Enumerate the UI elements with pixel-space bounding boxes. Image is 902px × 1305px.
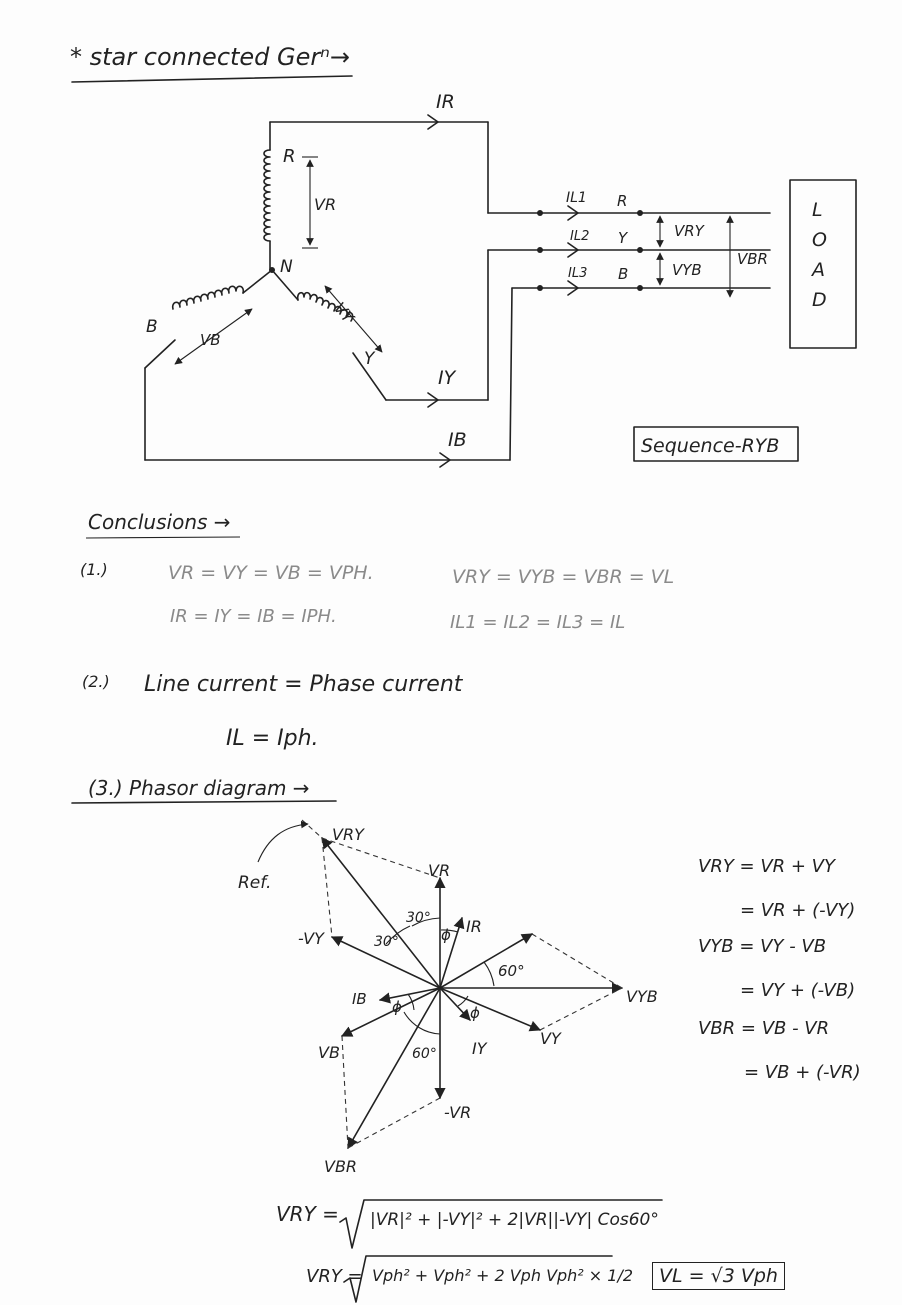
derivation-eq1-lhs: VRY = <box>276 1202 339 1226</box>
label-node-n: N <box>280 257 293 277</box>
phasor-label-60a: 60° <box>498 962 525 980</box>
phasor-eq-vbr: VBR = VB - VR <box>698 1018 830 1039</box>
phasor-label-vy: VY <box>540 1029 562 1048</box>
phasor-label-30b: 30° <box>406 910 431 926</box>
phasor-label-vb: VB <box>318 1043 340 1062</box>
conclusions-underline <box>85 536 241 539</box>
label-vy: VY <box>330 299 359 328</box>
conclusion-1-number: (1.) <box>80 560 108 579</box>
load-letter-o: O <box>812 229 827 251</box>
phasor-eq-vry: VRY = VR + VY <box>698 856 835 877</box>
coil-b <box>171 285 245 310</box>
phasor-label-neg-vy: -VY <box>298 929 325 948</box>
coil-r <box>263 149 271 242</box>
load-letter-l: L <box>812 199 823 221</box>
phasor-label-ref: Ref. <box>238 873 271 893</box>
phasor-label-ib: IB <box>352 990 367 1008</box>
phasor-heading-underline <box>71 800 337 804</box>
phasor-vy <box>439 987 542 1032</box>
label-vr: VR <box>314 195 336 214</box>
label-il2: IL2 <box>570 229 589 244</box>
load-letter-a: A <box>810 259 825 281</box>
phasor-eq-vyb-2: = VY + (-VB) <box>740 980 856 1001</box>
label-vry: VRY <box>674 222 706 240</box>
conclusion-1-eq-current-phase: IR = IY = IB = IPH. <box>170 606 337 627</box>
label-vbr: VBR <box>737 250 768 268</box>
phasor-heading: (3.) Phasor diagram → <box>88 776 310 800</box>
phasor-label-60b: 60° <box>412 1046 437 1062</box>
conclusion-2-number: (2.) <box>82 672 110 691</box>
label-il1: IL1 <box>566 190 587 206</box>
phasor-iy <box>439 987 471 1021</box>
phasor-label-vbr: VBR <box>324 1157 357 1176</box>
label-vb: VB <box>200 331 221 349</box>
sqrt-sign-2 <box>343 1255 613 1303</box>
phasor-label-vry: VRY <box>332 825 365 844</box>
derivation-eq2-rhs: Vph² + Vph² + 2 Vph Vph² × 1/2 <box>372 1266 634 1285</box>
load-box <box>789 179 857 349</box>
phasor-vb <box>340 987 441 1037</box>
phasor-eq-vyb: VYB = VY - VB <box>698 936 827 957</box>
star-generator-circuit: IR R VR N VY Y B VB IY IB IL1 IL2 IL3 R … <box>144 91 857 468</box>
derivation-eq1-rhs: |VR|² + |-VY|² + 2|VR||-VY| Cos60° <box>370 1210 659 1230</box>
conclusions-heading: Conclusions → <box>88 510 231 534</box>
page-title: * star connected Gerⁿ→ <box>70 43 350 71</box>
result-box: VL = √3 Vph <box>652 1262 785 1290</box>
label-node-y: Y <box>364 349 376 369</box>
label-term-r: R <box>617 192 627 210</box>
label-ir-top: IR <box>436 91 455 113</box>
label-term-b: B <box>618 265 628 283</box>
label-ib: IB <box>448 429 467 451</box>
label-vyb: VYB <box>672 261 702 279</box>
sequence-label: Sequence-RYB <box>641 435 779 457</box>
conclusion-1-eq-voltage-phase: VR = VY = VB = VPH. <box>168 562 374 584</box>
phasor-ir <box>439 916 465 989</box>
phasor-label-phi3: ϕ <box>470 1004 480 1022</box>
sqrt-sign-1 <box>339 1199 663 1249</box>
label-term-y: Y <box>618 229 629 247</box>
label-iy: IY <box>438 367 457 389</box>
phasor-label-vr: VR <box>428 861 450 880</box>
conclusion-1-eq-voltage-line: VRY = VYB = VBR = VL <box>452 566 675 588</box>
phasor-label-ir: IR <box>466 917 482 936</box>
phasor-vbr <box>347 987 441 1149</box>
phasor-ib <box>378 987 441 1004</box>
phasor-label-phi2: ϕ <box>392 998 402 1016</box>
phasor-neg-vb <box>439 933 533 989</box>
conclusion-1-eq-current-line: IL1 = IL2 = IL3 = IL <box>450 612 626 633</box>
title-underline <box>71 75 353 83</box>
phasor-vry <box>321 837 441 989</box>
phasor-label-phi1: ϕ <box>441 926 451 944</box>
derivation-eq2-lhs: VRY = <box>306 1266 363 1287</box>
conclusion-2-eq: IL = Iph. <box>226 726 319 751</box>
phasor-label-vyb: VYB <box>626 987 658 1006</box>
phasor-label-iy: IY <box>472 1039 488 1058</box>
phasor-diagram: VRY Ref. VR IR -VY 30° 30° ϕ 60° VYB IB … <box>238 819 658 1176</box>
phasor-label-30a: 30° <box>374 934 399 950</box>
phasor-neg-vy <box>330 936 441 989</box>
label-node-b: B <box>146 317 158 337</box>
phasor-eq-vbr-2: = VB + (-VR) <box>744 1062 861 1083</box>
label-il3: IL3 <box>568 266 587 281</box>
load-letter-d: D <box>812 289 827 311</box>
phasor-label-neg-vr: -VR <box>444 1103 471 1122</box>
conclusion-2-text: Line current = Phase current <box>144 672 463 697</box>
sequence-box <box>633 426 799 462</box>
label-node-r: R <box>283 146 296 167</box>
phasor-eq-vry-2: = VR + (-VY) <box>740 900 856 921</box>
